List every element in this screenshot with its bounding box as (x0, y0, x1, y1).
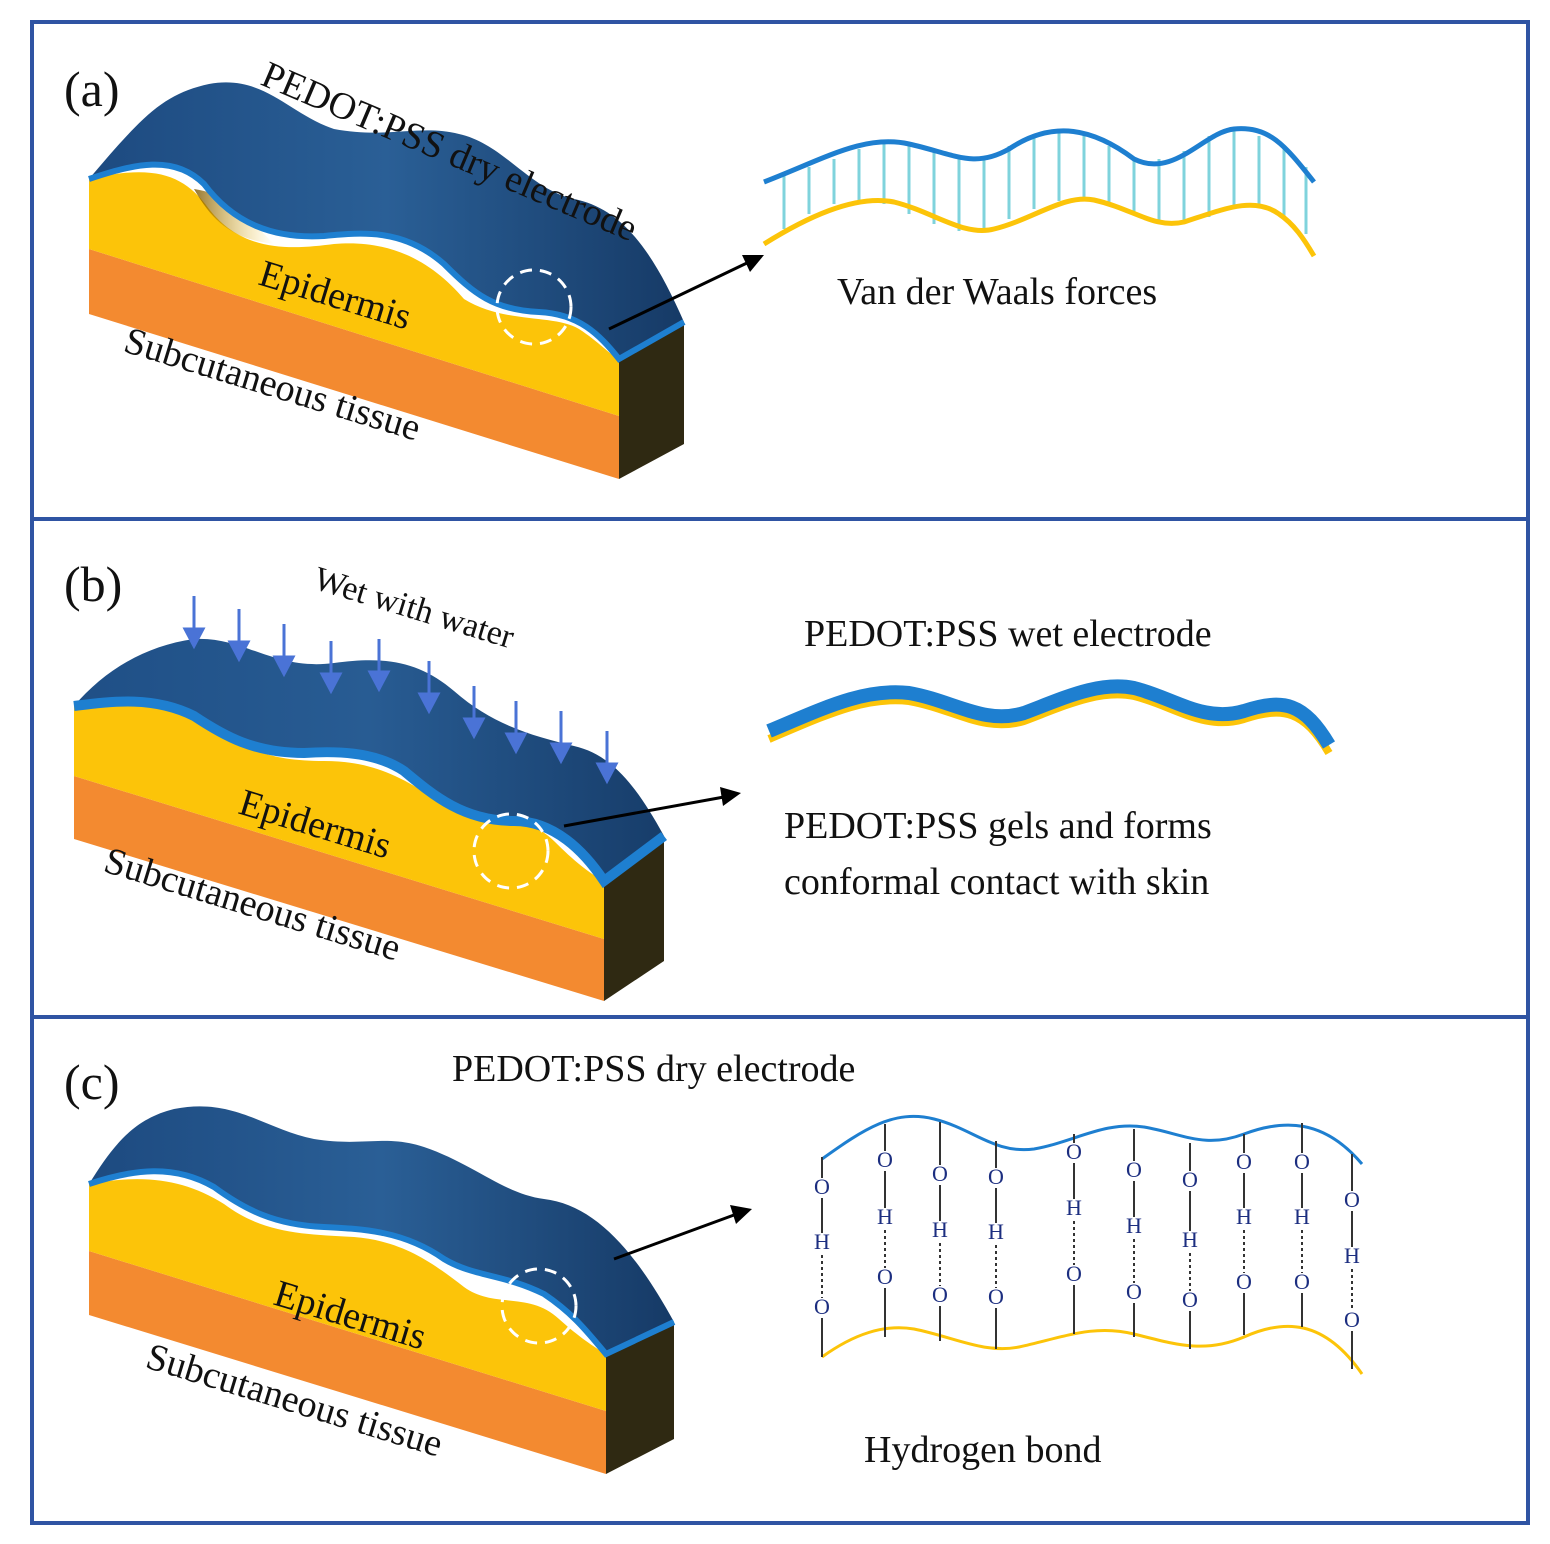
hbond-skin-line (821, 1324, 1364, 1375)
hydrogen-atom: H (988, 1219, 1004, 1244)
panel-c-label: (c) (64, 1054, 120, 1110)
electrode-edge (88, 1168, 676, 1358)
oxygen-atom: O (814, 1294, 830, 1319)
wet-with-water-label: Wet with water (310, 560, 519, 656)
panel-b: (b) Wet with water Epidermis Subcutaneou… (64, 556, 1336, 1001)
vdw-electrode-line (763, 126, 1316, 185)
epidermis-layer (89, 172, 619, 416)
hydrogen-atom: H (1344, 1243, 1360, 1268)
epidermis-layer (74, 698, 604, 939)
electrode-edge (73, 696, 667, 889)
panel-a-label: (a) (64, 61, 120, 117)
hydrogen-atom: H (932, 1217, 948, 1242)
tissue-layer (89, 1251, 606, 1474)
tissue-layer (89, 249, 619, 479)
oxygen-atom: O (1066, 1139, 1082, 1164)
gel-description-line1: PEDOT:PSS gels and forms (784, 805, 1212, 847)
zoom-arrow-line (563, 795, 725, 828)
hydrogen-atom: H (1182, 1227, 1198, 1252)
panel-c: O H O O H O O H O O H O O H O O H O O H O O H O O H O O H O (c) PEDOT… (64, 1048, 1364, 1474)
oxygen-atom: O (988, 1164, 1004, 1189)
wet-skin-line (767, 690, 1333, 756)
panel-divider-ab (34, 517, 1526, 521)
oxygen-atom: O (1182, 1167, 1198, 1192)
vdw-interface (762, 126, 1317, 258)
zoom-arrowhead (720, 787, 741, 806)
wet-electrode-line (766, 679, 1336, 749)
contact-zoom-circle (495, 268, 573, 346)
zoom-arrow-line (613, 1213, 735, 1261)
wet-electrode-label: PEDOT:PSS wet electrode (804, 613, 1212, 655)
oxygen-atom: O (1294, 1149, 1310, 1174)
oxygen-atom: O (877, 1264, 893, 1289)
zoom-arrowhead (742, 255, 764, 272)
epidermis-layer (89, 1179, 606, 1411)
hydrogen-atom: H (1294, 1204, 1310, 1229)
hydrogen-atom: H (1066, 1195, 1082, 1220)
panel-c-electrode-label: PEDOT:PSS dry electrode (452, 1048, 855, 1090)
skin-side-face (606, 1319, 674, 1474)
dry-electrode-surface (89, 82, 684, 359)
hydrogen-atom: H (877, 1204, 893, 1229)
vdw-label: Van der Waals forces (837, 271, 1157, 313)
oxygen-atom: O (988, 1284, 1004, 1309)
oxygen-atom: O (932, 1282, 948, 1307)
figure-frame (30, 20, 1530, 1525)
panel-a: (a) PEDOT:PSS dry electrode Epidermis Su… (64, 54, 1317, 479)
oxygen-atom: O (1236, 1269, 1252, 1294)
zoom-arrowhead (730, 1205, 752, 1224)
contact-zoom-circle (472, 812, 550, 890)
electrode-edge (88, 161, 686, 363)
oxygen-atom: O (1344, 1187, 1360, 1212)
hydrogen-bond-label: Hydrogen bond (864, 1429, 1101, 1471)
oxygen-atom: O (932, 1161, 948, 1186)
zoom-arrow-line (608, 260, 750, 331)
gel-description-line2: conformal contact with skin (784, 861, 1209, 903)
oxygen-atom: O (1182, 1287, 1198, 1312)
contact-zoom-circle (500, 1267, 578, 1345)
vdw-skin-line (762, 196, 1317, 258)
panel-b-label: (b) (64, 556, 122, 612)
oxygen-atom: O (1294, 1269, 1310, 1294)
oxygen-atom: O (1126, 1279, 1142, 1304)
hydrogen-bond-columns: O H O O H O O H O O H O O H O O H O O H O O H O O H O O H O (814, 1122, 1360, 1369)
hydrogen-atom: H (814, 1229, 830, 1254)
oxygen-atom: O (814, 1174, 830, 1199)
skin-side-face (619, 314, 684, 479)
oxygen-atom: O (1344, 1307, 1360, 1332)
tissue-layer (74, 776, 604, 1001)
oxygen-atom: O (1066, 1261, 1082, 1286)
oxygen-atom: O (1236, 1149, 1252, 1174)
hydrogen-atom: H (1236, 1204, 1252, 1229)
water-drop-arrows (182, 596, 619, 785)
hydrogen-atom: H (1126, 1213, 1142, 1238)
oxygen-atom: O (1126, 1157, 1142, 1182)
hbond-electrode-line (821, 1114, 1364, 1165)
panel-divider-bc (34, 1015, 1526, 1019)
oxygen-atom: O (877, 1147, 893, 1172)
